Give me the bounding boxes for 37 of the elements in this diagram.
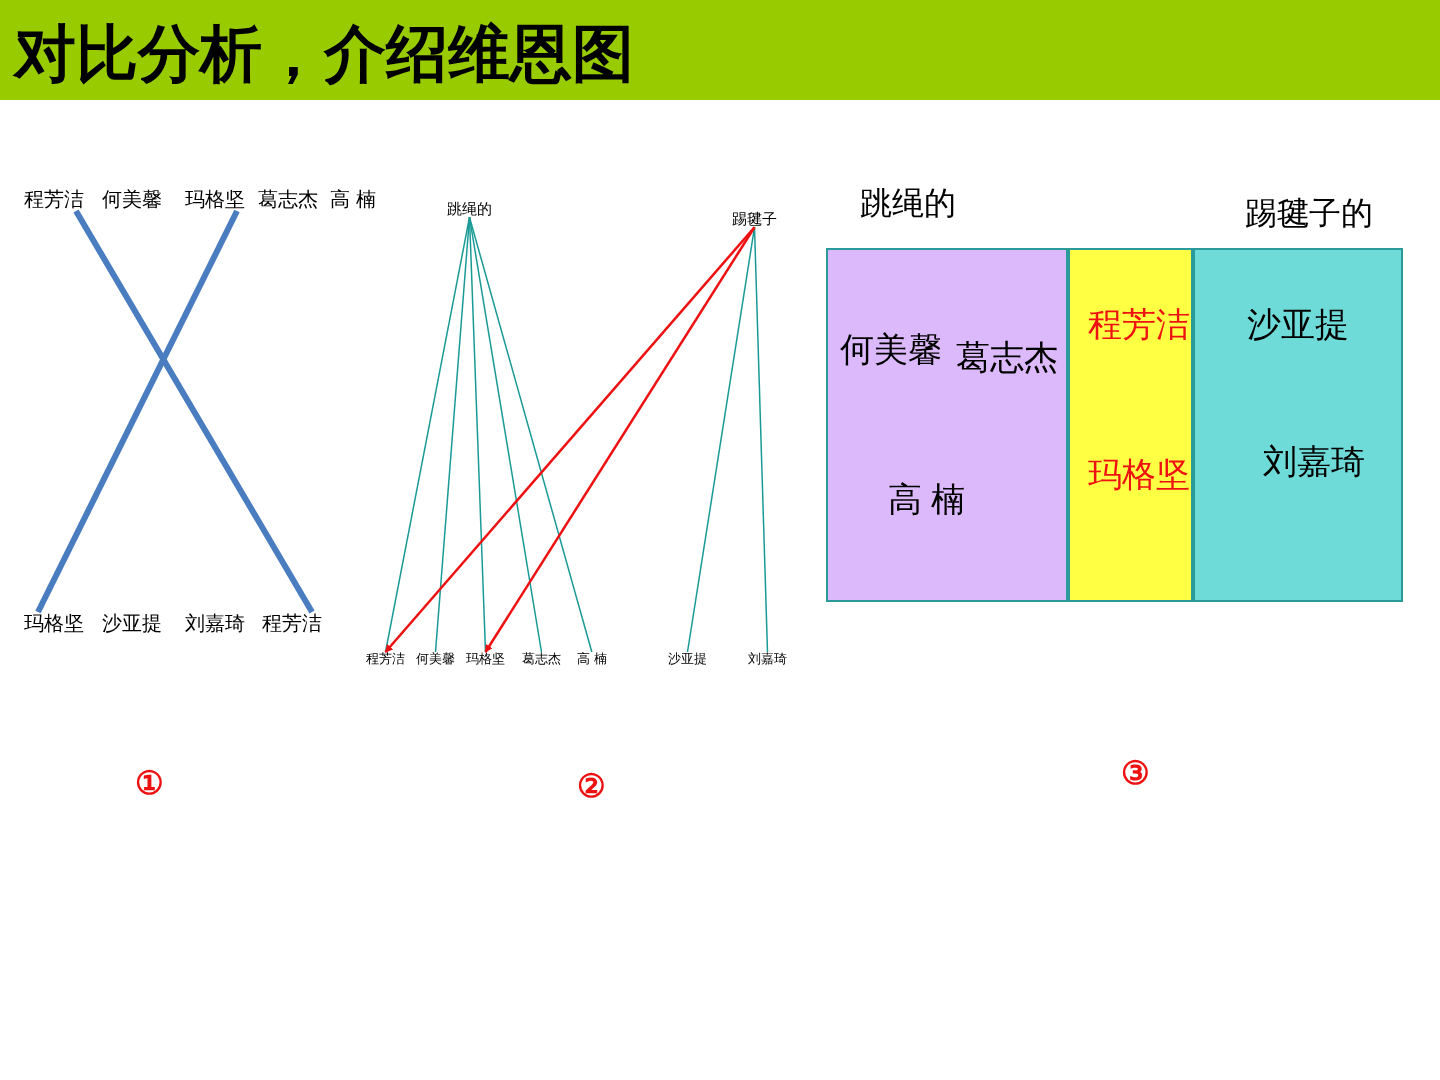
name-label: 沙亚提 bbox=[668, 652, 707, 667]
name-label: 葛志杰 bbox=[522, 652, 561, 667]
name-label: 踢毽子 bbox=[732, 210, 777, 228]
panel-number: ① bbox=[135, 765, 164, 802]
name-label: 玛格坚 bbox=[185, 188, 245, 211]
name-label: 高 楠 bbox=[577, 652, 607, 667]
name-label: 跳绳的 bbox=[447, 200, 492, 218]
member-name: 沙亚提 bbox=[1247, 305, 1349, 345]
name-label: 葛志杰 bbox=[258, 188, 318, 211]
set-heading: 跳绳的 bbox=[860, 185, 956, 222]
member-name: 玛格坚 bbox=[1088, 455, 1190, 495]
panel-number: ② bbox=[577, 768, 606, 805]
arrow bbox=[384, 226, 756, 653]
connector-line bbox=[73, 209, 315, 614]
panel-number: ③ bbox=[1121, 755, 1150, 792]
name-label: 高 楠 bbox=[330, 188, 376, 211]
connector-line bbox=[468, 216, 593, 653]
member-name: 刘嘉琦 bbox=[1263, 442, 1365, 482]
name-label: 程芳洁 bbox=[262, 612, 322, 635]
name-label: 何美馨 bbox=[416, 652, 455, 667]
name-label: 刘嘉琦 bbox=[185, 612, 245, 635]
member-name: 葛志杰 bbox=[956, 338, 1058, 378]
name-label: 玛格坚 bbox=[24, 612, 84, 635]
connector-line bbox=[35, 209, 240, 614]
member-name: 高 楠 bbox=[888, 480, 966, 520]
member-name: 程芳洁 bbox=[1088, 305, 1190, 345]
set-heading: 踢毽子的 bbox=[1245, 195, 1373, 232]
title: 对比分析，介绍维恩图 bbox=[14, 18, 634, 90]
arrow bbox=[484, 226, 756, 653]
name-label: 玛格坚 bbox=[466, 652, 505, 667]
name-label: 程芳洁 bbox=[24, 188, 84, 211]
name-label: 刘嘉琦 bbox=[748, 652, 787, 667]
member-name: 何美馨 bbox=[840, 330, 942, 370]
name-label: 何美馨 bbox=[102, 188, 162, 211]
connector-line bbox=[384, 216, 471, 653]
name-label: 沙亚提 bbox=[102, 612, 162, 635]
name-label: 程芳洁 bbox=[366, 652, 405, 667]
